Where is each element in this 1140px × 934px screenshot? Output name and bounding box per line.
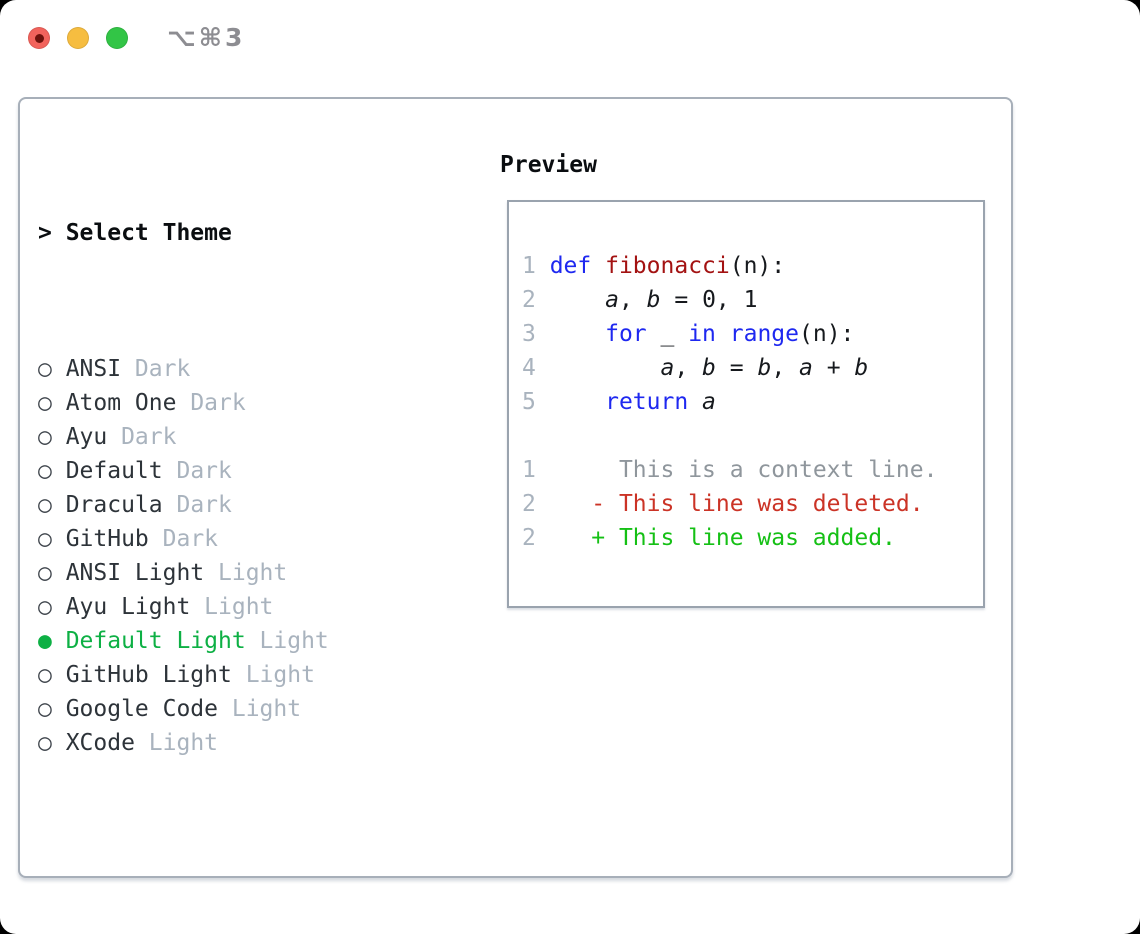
radio-selected-icon: ● xyxy=(38,628,52,654)
zoom-button[interactable] xyxy=(106,27,128,49)
keyboard-shortcut-label: ⌥⌘3 xyxy=(167,23,246,52)
theme-option-dracula[interactable]: ○ Dracula Dark xyxy=(38,488,426,522)
titlebar: ⌥⌘3 xyxy=(0,0,1140,76)
minimize-button[interactable] xyxy=(67,27,89,49)
theme-option-ayu-light[interactable]: ○ Ayu Light Light xyxy=(38,590,426,624)
theme-variant-tag: Light xyxy=(204,594,274,620)
theme-option-label: Default xyxy=(65,458,163,484)
code-line: 3 for _ in range(n): xyxy=(522,321,855,347)
theme-option-google-code[interactable]: ○ Google Code Light xyxy=(38,692,426,726)
select-theme-header: > Select Theme xyxy=(38,216,426,250)
theme-option-github[interactable]: ○ GitHub Dark xyxy=(38,522,426,556)
theme-option-github-light[interactable]: ○ GitHub Light Light xyxy=(38,658,426,692)
radio-unselected-icon: ○ xyxy=(38,696,52,722)
theme-option-ayu[interactable]: ○ Ayu Dark xyxy=(38,420,426,454)
close-dot-icon xyxy=(34,33,44,43)
theme-variant-tag: Dark xyxy=(176,492,232,518)
theme-variant-tag: Dark xyxy=(162,526,219,552)
radio-unselected-icon: ○ xyxy=(38,424,52,450)
code-line: 2 + This line was added. xyxy=(522,525,896,551)
prompt-icon: > xyxy=(38,220,52,246)
select-theme-title: Select Theme xyxy=(65,220,232,246)
radio-unselected-icon: ○ xyxy=(38,390,52,416)
theme-option-label: ANSI Light xyxy=(65,560,205,586)
code-preview: 1 def fibonacci(n): 2 a, b = 0, 1 3 for _ … xyxy=(509,202,983,555)
theme-option-label: GitHub Light xyxy=(65,662,232,688)
radio-unselected-icon: ○ xyxy=(38,594,52,620)
theme-option-label: Atom One xyxy=(65,390,177,416)
code-line: 2 a, b = 0, 1 xyxy=(522,287,758,313)
radio-unselected-icon: ○ xyxy=(38,730,52,756)
spacer xyxy=(38,862,426,896)
theme-option-xcode[interactable]: ○ XCode Light xyxy=(38,726,426,760)
theme-option-default[interactable]: ○ Default Dark xyxy=(38,454,426,488)
preview-box: 1 def fibonacci(n): 2 a, b = 0, 1 3 for _ … xyxy=(507,200,985,608)
theme-variant-tag: Dark xyxy=(121,424,177,450)
theme-option-label: ANSI xyxy=(65,356,122,382)
theme-option-label: GitHub xyxy=(65,526,149,552)
code-line: 4 a, b = b, a + b xyxy=(522,355,869,381)
code-line xyxy=(522,419,983,453)
theme-option-ansi-light[interactable]: ○ ANSI Light Light xyxy=(38,556,426,590)
theme-option-label: Ayu Light xyxy=(65,594,191,620)
theme-variant-tag: Dark xyxy=(176,458,232,484)
theme-variant-tag: Light xyxy=(218,560,288,586)
radio-unselected-icon: ○ xyxy=(38,526,52,552)
code-line: 5 return a xyxy=(522,389,716,415)
theme-variant-tag: Light xyxy=(245,662,315,688)
theme-variant-tag: Dark xyxy=(134,356,191,382)
theme-variant-tag: Light xyxy=(148,730,219,756)
close-button[interactable] xyxy=(28,27,50,49)
preview-title: Preview xyxy=(500,152,597,178)
code-line: 1 This is a context line. xyxy=(522,457,938,483)
theme-variant-tag: Dark xyxy=(190,390,246,416)
code-line: 1 def fibonacci(n): xyxy=(522,253,786,279)
radio-unselected-icon: ○ xyxy=(38,560,52,586)
theme-variant-tag: Light xyxy=(231,696,302,722)
radio-unselected-icon: ○ xyxy=(38,356,52,382)
radio-unselected-icon: ○ xyxy=(38,492,52,518)
radio-unselected-icon: ○ xyxy=(38,662,52,688)
theme-option-atom-one[interactable]: ○ Atom One Dark xyxy=(38,386,426,420)
theme-option-label: XCode xyxy=(65,730,135,756)
theme-option-default-light[interactable]: ● Default Light Light xyxy=(38,624,426,658)
theme-option-label: Default Light xyxy=(65,628,246,654)
radio-unselected-icon: ○ xyxy=(38,458,52,484)
code-line: 2 - This line was deleted. xyxy=(522,491,924,517)
theme-option-label: Dracula xyxy=(65,492,163,518)
theme-variant-tag: Light xyxy=(259,628,329,654)
theme-option-label: Google Code xyxy=(65,696,219,722)
theme-option-label: Ayu xyxy=(65,424,108,450)
theme-option-ansi[interactable]: ○ ANSI Dark xyxy=(38,352,426,386)
